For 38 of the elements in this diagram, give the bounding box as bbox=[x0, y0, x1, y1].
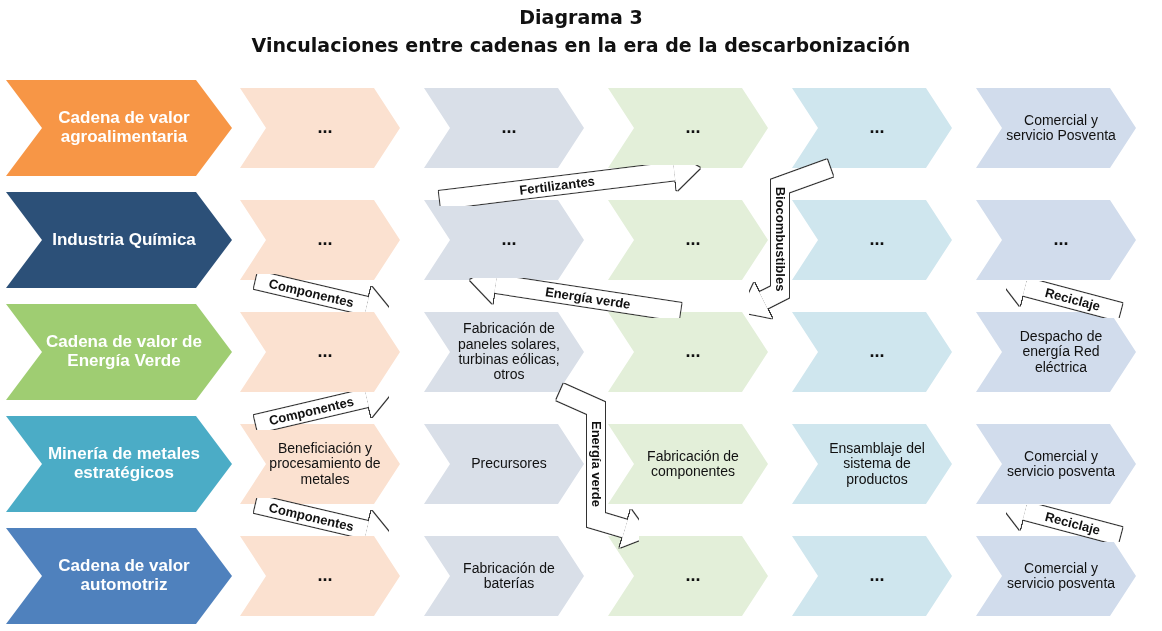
edge-label: Fertilizantes bbox=[518, 173, 596, 198]
edge-label: Biocombustibles bbox=[772, 186, 788, 292]
diagram-title: Diagrama 3 bbox=[518, 6, 644, 28]
stage-panel: ... bbox=[792, 200, 952, 280]
stage-panel: ... bbox=[240, 312, 400, 392]
stage-panel: ... bbox=[792, 536, 952, 616]
stage-panel: ... bbox=[608, 88, 768, 168]
stage-panel: ... bbox=[792, 312, 952, 392]
diagram-subtitle: Vinculaciones entre cadenas en la era de la descarbonización bbox=[250, 34, 912, 56]
stage-panel: ... bbox=[424, 88, 584, 168]
block-arrow bbox=[438, 151, 700, 209]
stage-panel: ... bbox=[240, 536, 400, 616]
stage-panel: ... bbox=[608, 536, 768, 616]
stage-panel: Beneficiación y procesamiento de metales bbox=[240, 424, 400, 504]
stage-panel: ... bbox=[240, 88, 400, 168]
block-arrow bbox=[470, 264, 682, 321]
edge-label: Energía verde bbox=[544, 284, 632, 312]
stage-panel: Fabricación de paneles solares, turbinas eólicas, otros bbox=[424, 312, 584, 392]
stage-panel: Ensamblaje del sistema de productos bbox=[792, 424, 952, 504]
chain-panel: Cadena de valor de Energía Verde bbox=[6, 304, 232, 400]
chain-panel: Cadena de valor automotriz bbox=[6, 528, 232, 624]
stage-panel: ... bbox=[240, 200, 400, 280]
chain-panel: Industria Química bbox=[6, 192, 232, 288]
stage-panel: Comercial y servicio posventa bbox=[976, 424, 1136, 504]
stage-panel: Despacho de energía Red eléctrica bbox=[976, 312, 1136, 392]
stage-panel: ... bbox=[976, 200, 1136, 280]
stage-panel: ... bbox=[424, 200, 584, 280]
chain-panel: Cadena de valor agroalimentaria bbox=[6, 80, 232, 176]
edge-label: Energía verde bbox=[588, 421, 604, 507]
stage-panel: ... bbox=[792, 88, 952, 168]
stage-panel: ... bbox=[608, 312, 768, 392]
stage-panel: Precursores bbox=[424, 424, 584, 504]
stage-panel: Fabricación de componentes bbox=[608, 424, 768, 504]
stage-panel: Comercial y servicio Posventa bbox=[976, 88, 1136, 168]
chain-panel: Minería de metales estratégicos bbox=[6, 416, 232, 512]
stage-panel: ... bbox=[608, 200, 768, 280]
stage-panel: Comercial y servicio posventa bbox=[976, 536, 1136, 616]
stage-panel: Fabricación de baterías bbox=[424, 536, 584, 616]
